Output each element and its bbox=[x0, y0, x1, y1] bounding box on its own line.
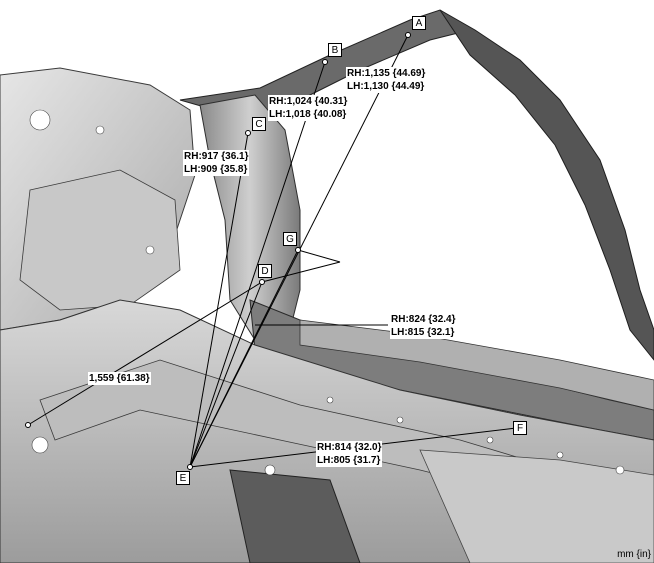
point-a-dot bbox=[405, 32, 411, 38]
roof-rail-inner bbox=[439, 9, 654, 361]
dimension-d-lh: LH:815 {32.1} bbox=[391, 327, 455, 338]
point-d-dot bbox=[259, 279, 265, 285]
marker-f: F bbox=[513, 421, 527, 435]
wheel-housing bbox=[19, 169, 181, 311]
point-left-dot bbox=[25, 422, 31, 428]
point-c-dot bbox=[245, 130, 251, 136]
dimension-a: RH:1,135 {44.69} LH:1,130 {44.49} bbox=[346, 67, 427, 93]
marker-e: E bbox=[176, 471, 190, 485]
dimension-g: 1,559 {61.38} bbox=[88, 372, 151, 385]
dimension-c-rh: RH:917 {36.1} bbox=[184, 151, 249, 162]
front-floor-right bbox=[419, 449, 654, 563]
sill-top bbox=[299, 319, 654, 411]
point-b-dot bbox=[322, 59, 328, 65]
dimension-a-lh: LH:1,130 {44.49} bbox=[347, 81, 425, 92]
point-g-dot bbox=[295, 247, 301, 253]
point-e-dot bbox=[187, 464, 193, 470]
dimension-f-rh: RH:814 {32.0} bbox=[317, 442, 382, 453]
dimension-f-lh: LH:805 {31.7} bbox=[317, 455, 381, 466]
dimension-d: RH:824 {32.4} LH:815 {32.1} bbox=[390, 313, 457, 339]
marker-d: D bbox=[258, 264, 272, 278]
tunnel bbox=[229, 469, 361, 563]
dimension-b-rh: RH:1,024 {40.31} bbox=[269, 96, 348, 107]
dimension-d-rh: RH:824 {32.4} bbox=[391, 314, 456, 325]
marker-a: A bbox=[412, 16, 426, 30]
dimension-b: RH:1,024 {40.31} LH:1,018 {40.08} bbox=[268, 95, 349, 121]
panel-holes bbox=[29, 109, 625, 476]
dimension-f: RH:814 {32.0} LH:805 {31.7} bbox=[316, 441, 383, 467]
marker-b: B bbox=[328, 43, 342, 57]
dimension-a-rh: RH:1,135 {44.69} bbox=[347, 68, 426, 79]
dimension-c-lh: LH:909 {35.8} bbox=[184, 164, 248, 175]
dimension-b-lh: LH:1,018 {40.08} bbox=[269, 109, 347, 120]
marker-c: C bbox=[252, 117, 266, 131]
unit-label: mm {in} bbox=[617, 549, 651, 560]
dimension-c: RH:917 {36.1} LH:909 {35.8} bbox=[183, 150, 250, 176]
dimension-g-value: 1,559 {61.38} bbox=[89, 373, 150, 384]
marker-g: G bbox=[283, 232, 297, 246]
